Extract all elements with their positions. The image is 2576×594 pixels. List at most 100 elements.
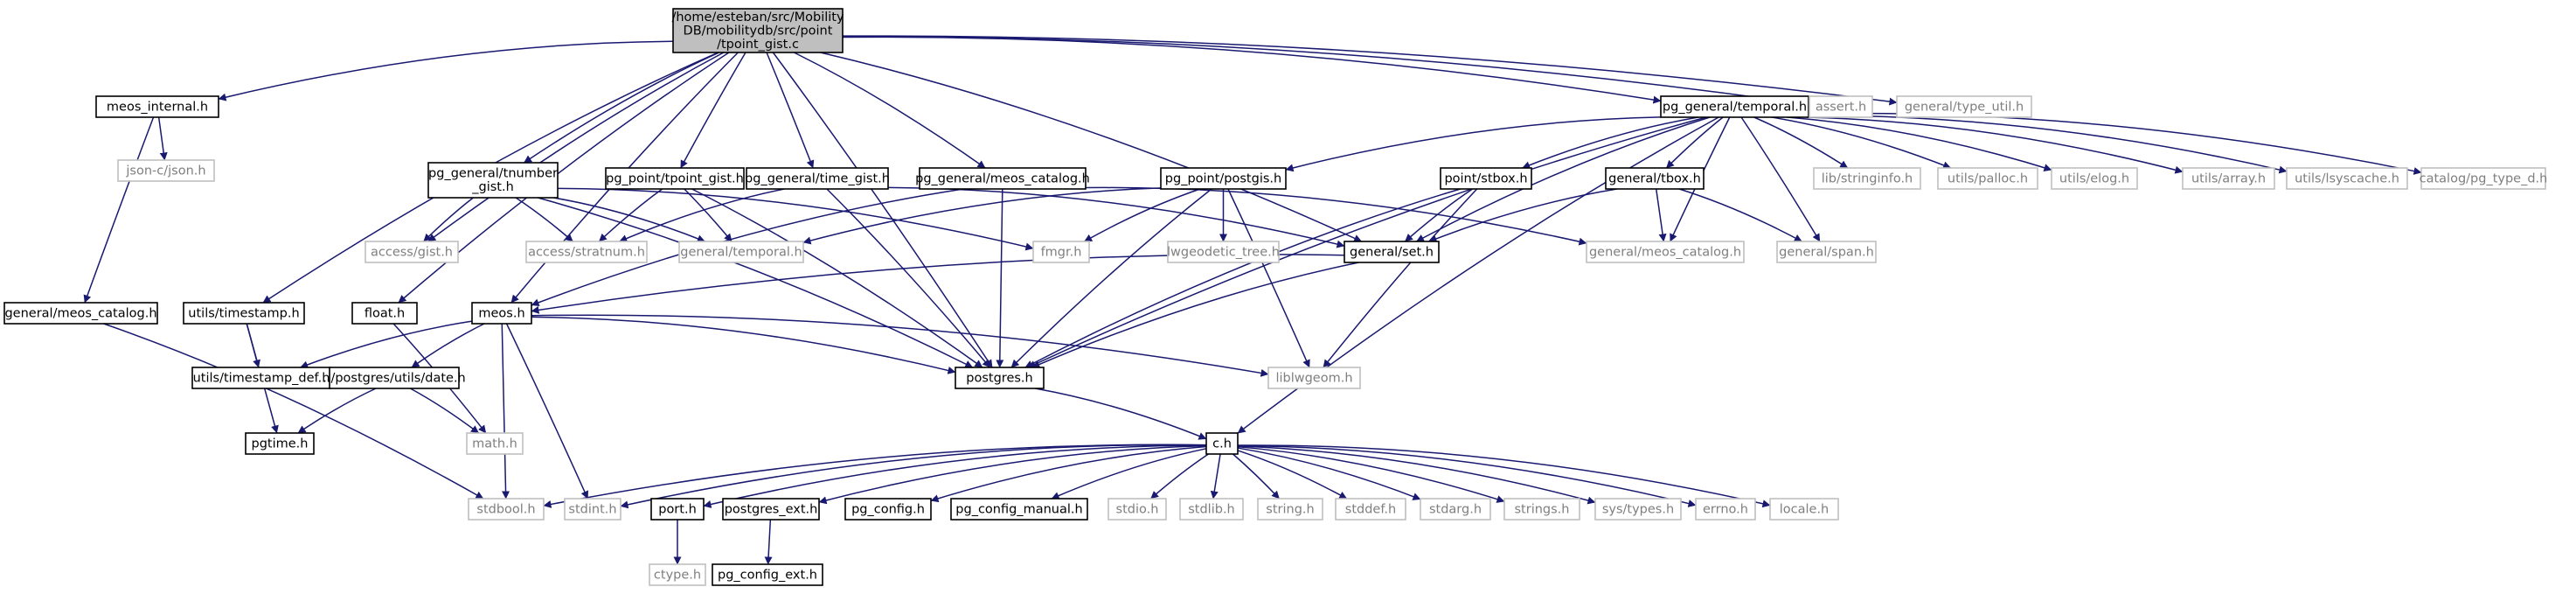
node-liblwgeom: liblwgeom.h — [1267, 367, 1361, 389]
node-elog: utils/elog.h — [2051, 167, 2138, 190]
node-label: strings.h — [1515, 502, 1570, 516]
node-tbox[interactable]: general/tbox.h — [1605, 167, 1705, 190]
node-label: pg_config_ext.h — [718, 568, 817, 582]
edge-pg_meos_catalog-to-meos_catalog_r — [1085, 186, 1587, 246]
node-postgis[interactable]: pg_point/postgis.h — [1160, 167, 1287, 190]
node-stbox[interactable]: point/stbox.h — [1440, 167, 1532, 190]
node-postgres[interactable]: postgres.h — [955, 367, 1045, 389]
node-box — [1660, 95, 1809, 118]
node-label: stdbool.h — [476, 502, 535, 516]
node-box — [468, 498, 545, 521]
node-utils-timestamp[interactable]: utils/timestamp.h — [183, 302, 305, 325]
node-lsyscache: utils/lsyscache.h — [2286, 167, 2408, 190]
node-box — [117, 159, 215, 182]
node-label: pgtime.h — [252, 437, 309, 451]
edge-c-to-locale — [1237, 444, 1771, 508]
edge-pg_temporal-to-postgres — [1027, 116, 1707, 368]
dependency-edges — [83, 35, 2422, 565]
node-box — [1769, 498, 1839, 521]
node-pg-config[interactable]: pg_config.h — [844, 498, 932, 521]
node-time-gist[interactable]: pg_general/time_gist.h — [745, 167, 890, 190]
node-label: catalog/pg_type_d.h — [2420, 171, 2548, 185]
edge-c-to-errno — [1237, 444, 1697, 507]
node-box — [3, 302, 158, 325]
node-label: ../postgres/utils/date.h — [323, 371, 466, 385]
node-palloc: utils/palloc.h — [1937, 167, 2038, 190]
node-root[interactable]: /home/esteban/src/MobilityDB/mobilitydb/… — [671, 8, 844, 53]
node-float[interactable]: float.h — [351, 302, 418, 325]
edge-tbox-to-meos_catalog_r — [1655, 188, 1667, 242]
edge-meos-to-postgres — [531, 316, 956, 374]
node-box — [722, 498, 820, 521]
node-general-set[interactable]: general/set.h — [1344, 241, 1440, 263]
node-box — [2420, 167, 2546, 190]
edge-stbox-to-postgres — [1024, 188, 1461, 368]
node-tpoint-gist[interactable]: pg_point/tpoint_gist.h — [605, 167, 745, 190]
node-meos-internal[interactable]: meos_internal.h — [95, 95, 219, 118]
node-box — [672, 8, 844, 53]
node-label: utils/palloc.h — [1948, 171, 2028, 185]
edge-postgis-to-postgres — [1010, 188, 1212, 368]
edge-meos-to-stdbool — [501, 323, 510, 500]
edge-c-to-strings — [1237, 445, 1505, 503]
node-meos-catalog-l[interactable]: general/meos_catalog.h — [3, 302, 158, 325]
edge-meos_internal-to-jsonc — [157, 116, 168, 161]
node-stdlib: stdlib.h — [1179, 498, 1244, 521]
node-box — [605, 167, 745, 190]
edge-postgres-to-c — [1035, 388, 1207, 440]
node-stdbool: stdbool.h — [468, 498, 545, 521]
edge-tnumber_gist-to-access_gist — [423, 197, 474, 242]
node-label: fmgr.h — [1041, 245, 1082, 259]
edge-tnumber_gist-to-postgres — [538, 197, 974, 368]
node-date[interactable]: ../postgres/utils/date.h — [323, 367, 466, 389]
edge-pg_temporal-to-general_set — [1415, 116, 1711, 242]
node-tnumber-gist[interactable]: pg_general/tnumber_gist.h — [427, 162, 559, 199]
node-pgtime[interactable]: pgtime.h — [245, 432, 315, 455]
node-pg-temporal[interactable]: pg_general/temporal.h — [1660, 95, 1809, 118]
node-box — [1205, 432, 1239, 455]
node-label: assert.h — [1816, 100, 1866, 114]
edge-stbox-to-liblwgeom — [1323, 188, 1478, 368]
node-general-temporal: general/temporal.h — [678, 241, 804, 263]
edge-stbox-to-general_set — [1404, 188, 1473, 242]
node-box — [427, 162, 559, 199]
node-box — [365, 241, 459, 263]
node-label: meos_internal.h — [107, 100, 208, 114]
node-label: lwgeodetic_tree.h — [1167, 245, 1280, 259]
node-c[interactable]: c.h — [1205, 432, 1239, 455]
edge-root-to-time_gist — [766, 52, 815, 169]
node-pg-meos-catalog[interactable]: pg_general/meos_catalog.h — [915, 167, 1090, 190]
edge-c-to-stdarg — [1237, 447, 1421, 500]
node-box — [1167, 241, 1280, 263]
node-meos[interactable]: meos.h — [471, 302, 532, 325]
node-jsonc: json-c/json.h — [117, 159, 215, 182]
node-label: c.h — [1212, 437, 1232, 451]
node-label: postgres_ext.h — [725, 502, 818, 516]
node-pg-config-ext[interactable]: pg_config_ext.h — [712, 563, 823, 586]
node-box — [1344, 241, 1440, 263]
node-postgres-ext[interactable]: postgres_ext.h — [722, 498, 820, 521]
edge-c-to-pg_config — [930, 445, 1207, 503]
node-meos-catalog-r: general/meos_catalog.h — [1586, 241, 1745, 263]
node-sys-types: sys/types.h — [1594, 498, 1682, 521]
node-box — [844, 498, 932, 521]
node-label: stdint.h — [568, 502, 616, 516]
node-box — [1695, 498, 1756, 521]
edge-root-to-access_gist — [427, 52, 725, 242]
node-port[interactable]: port.h — [650, 498, 705, 521]
node-box — [2051, 167, 2138, 190]
node-label: pg_point/postgis.h — [1165, 171, 1281, 185]
node-string: string.h — [1257, 498, 1323, 521]
node-label: _gist.h — [471, 180, 514, 194]
node-timestamp-def[interactable]: utils/timestamp_def.h — [191, 367, 331, 389]
node-assert: assert.h — [1809, 95, 1873, 118]
edge-pg_temporal-to-tbox — [1665, 116, 1724, 169]
edge-c-to-sys_types — [1237, 445, 1596, 505]
node-pg-config-manual[interactable]: pg_config_manual.h — [950, 498, 1088, 521]
node-label: stdlib.h — [1188, 502, 1235, 516]
node-label: sys/types.h — [1602, 502, 1674, 516]
edge-general_set-to-postgres — [1031, 262, 1359, 368]
edge-root-to-type_util — [842, 35, 1898, 106]
node-box — [1586, 241, 1745, 263]
edge-root-to-tnumber_gist — [524, 52, 720, 164]
